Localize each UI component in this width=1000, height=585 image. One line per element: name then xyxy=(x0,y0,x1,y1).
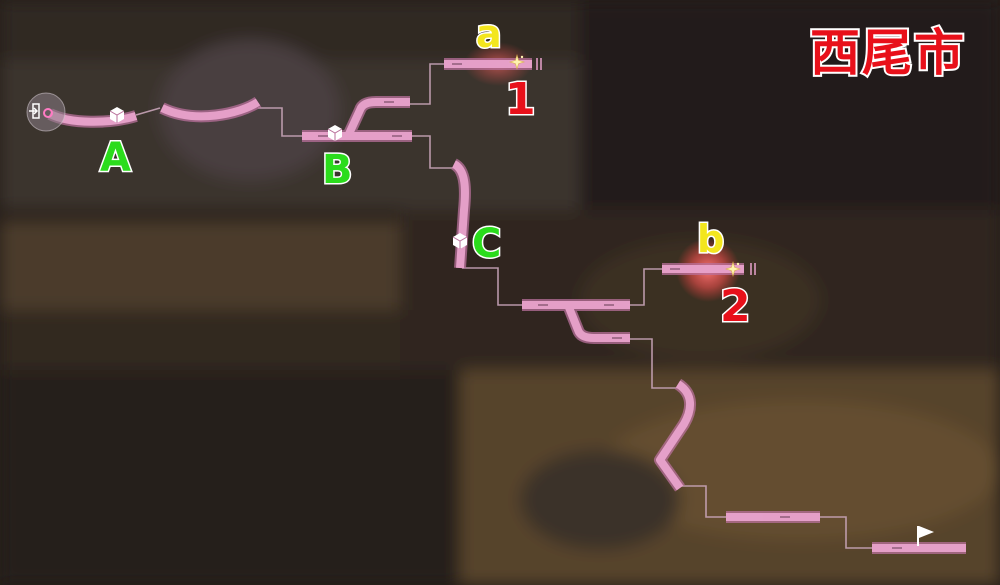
route-connectors xyxy=(135,63,872,549)
collectible-number-2: 2 xyxy=(719,281,753,332)
collectible-letter-a: a xyxy=(475,12,504,56)
sparkle-icon-b[interactable] xyxy=(724,260,742,278)
start-door-icon[interactable] xyxy=(26,92,66,132)
checkpoint-label-c: C xyxy=(470,221,502,267)
collectible-letter-b: b xyxy=(695,217,725,261)
cube-checkpoint-icon-b[interactable] xyxy=(327,125,343,141)
sparkle-icon-a[interactable] xyxy=(508,53,526,71)
goal-flag-icon[interactable] xyxy=(917,526,934,546)
cube-checkpoint-icon-a[interactable] xyxy=(109,107,125,123)
area-title: 西尾市 xyxy=(808,24,966,82)
checkpoint-label-b: B xyxy=(321,147,354,193)
segment-end-marks xyxy=(536,58,756,275)
checkpoint-label-a: A xyxy=(99,135,133,181)
collectible-number-1: 1 xyxy=(504,74,538,125)
cube-checkpoint-icon-c[interactable] xyxy=(452,233,468,249)
route-segments xyxy=(47,58,966,554)
